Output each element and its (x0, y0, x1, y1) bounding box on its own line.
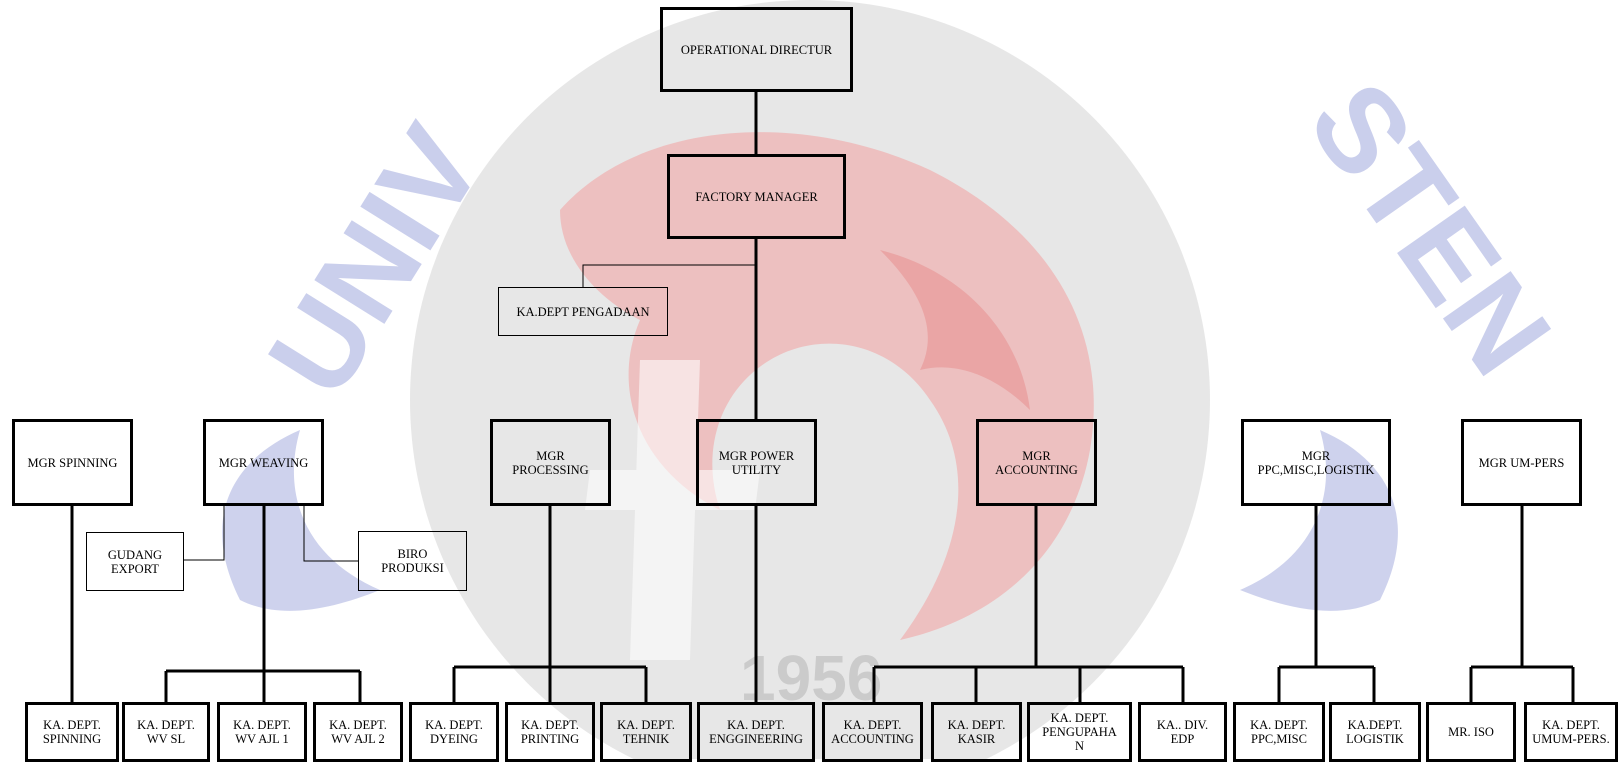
node-mgr-accounting: MGR ACCOUNTING (976, 419, 1097, 506)
node-div-edp: KA.. DIV. EDP (1138, 702, 1227, 762)
node-dept-engineering: KA. DEPT. ENGGINEERING (697, 702, 815, 762)
watermark-red-flame-2 (880, 250, 1030, 410)
node-ka-dept-pengadaan: KA.DEPT PENGADAAN (498, 287, 668, 336)
node-mgr-ppc-misc-logistik: MGR PPC,MISC,LOGISTIK (1241, 419, 1391, 506)
node-mgr-spinning: MGR SPINNING (12, 419, 133, 506)
node-dept-ppc-misc: KA. DEPT. PPC,MISC (1233, 702, 1325, 762)
node-dept-spinning: KA. DEPT. SPINNING (25, 702, 119, 762)
node-dept-tehnik: KA. DEPT. TEHNIK (600, 702, 692, 762)
watermark-blue-swirl-right (1240, 430, 1398, 611)
node-dept-wv-ajl-1: KA. DEPT. WV AJL 1 (217, 702, 307, 762)
node-operational-director: OPERATIONAL DIRECTUR (660, 7, 853, 92)
node-dept-kasir: KA. DEPT. KASIR (931, 702, 1022, 762)
node-mgr-power-utility: MGR POWER UTILITY (696, 419, 817, 506)
node-dept-pengupahan: KA. DEPT. PENGUPAHA N (1027, 702, 1132, 762)
node-factory-manager: FACTORY MANAGER (667, 154, 846, 239)
node-dept-printing: KA. DEPT. PRINTING (505, 702, 595, 762)
node-mgr-um-pers: MGR UM-PERS (1461, 419, 1582, 506)
node-dept-logistik: KA.DEPT. LOGISTIK (1329, 702, 1421, 762)
node-mgr-weaving: MGR WEAVING (203, 419, 324, 506)
node-dept-accounting: KA. DEPT. ACCOUNTING (822, 702, 923, 762)
node-mgr-processing: MGR PROCESSING (490, 419, 611, 506)
node-biro-produksi: BIRO PRODUKSI (358, 531, 467, 591)
node-mr-iso: MR. ISO (1426, 702, 1516, 762)
node-gudang-export: GUDANG EXPORT (86, 532, 184, 591)
node-dept-wv-ajl-2: KA. DEPT. WV AJL 2 (313, 702, 403, 762)
watermark-blue-swirl-left (222, 430, 380, 611)
watermark-red-flame (560, 132, 1094, 640)
node-dept-umum-pers: KA. DEPT. UMUM-PERS. (1524, 702, 1618, 762)
node-dept-wv-sl: KA. DEPT. WV SL (122, 702, 210, 762)
node-dept-dyeing: KA. DEPT. DYEING (409, 702, 499, 762)
watermark-cross-shape (585, 360, 760, 660)
